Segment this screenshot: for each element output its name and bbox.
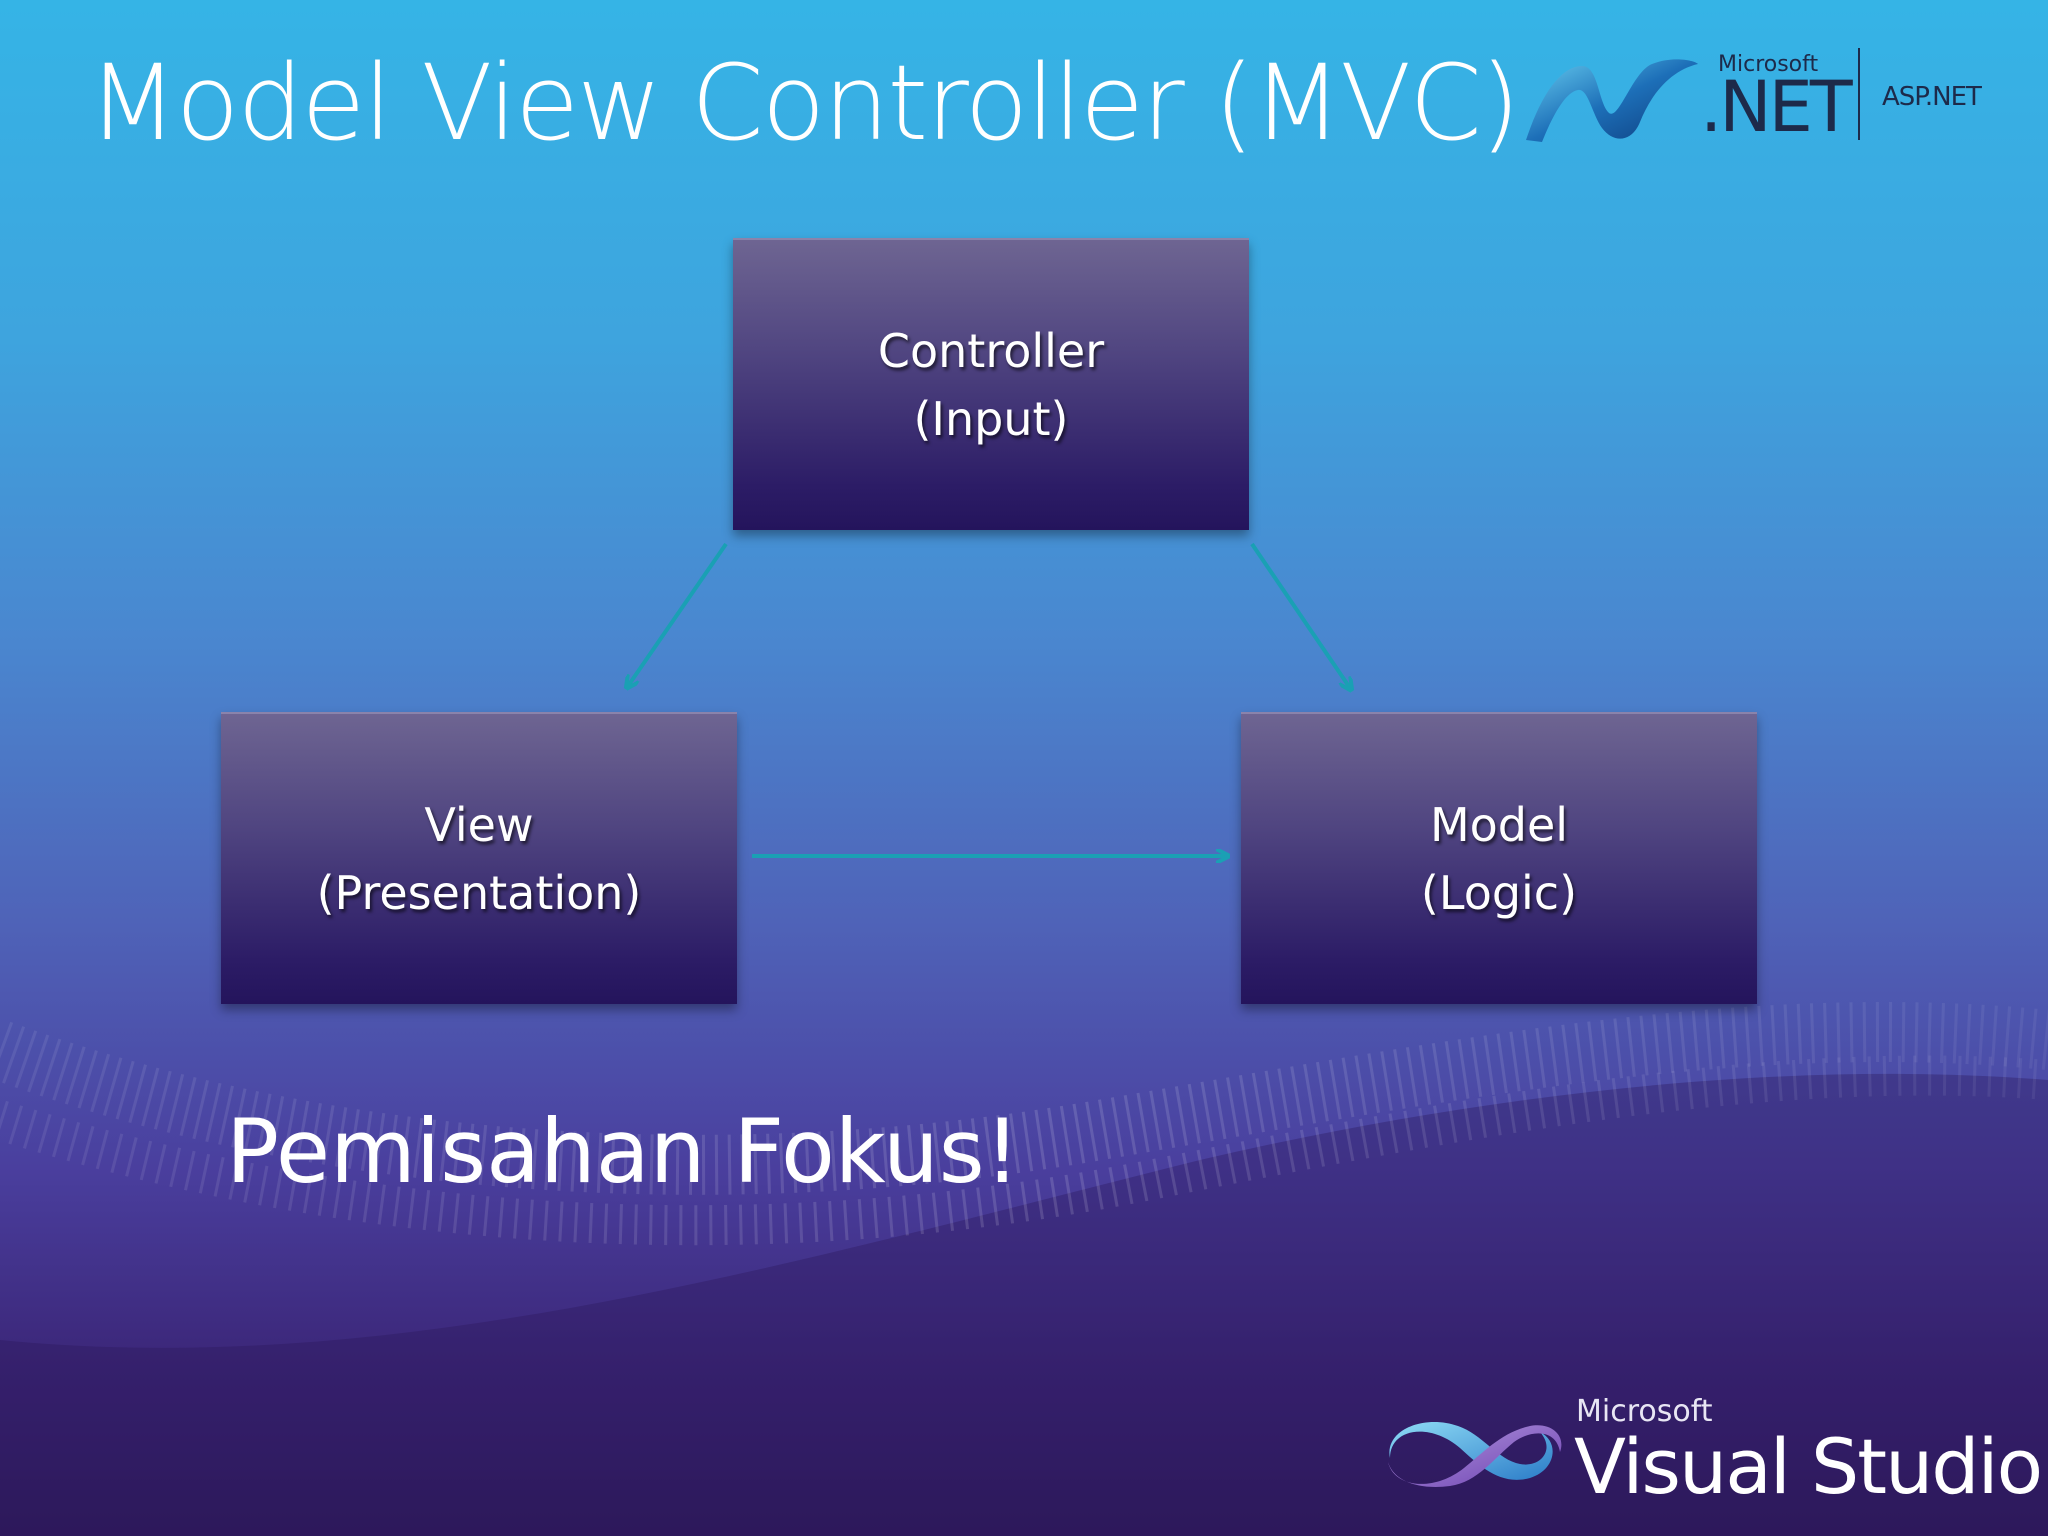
model-role: (Logic) [1420, 866, 1578, 920]
arrow-controller-to-view [628, 542, 728, 686]
model-box: Model (Logic) [1241, 712, 1757, 1004]
visual-studio-logo: Microsoft Visual Studio [1380, 1392, 2043, 1522]
vs-microsoft-label: Microsoft [1576, 1394, 1713, 1429]
logo-divider [1858, 48, 1860, 140]
slide-title: Model View Controller (MVC) [88, 42, 1520, 164]
model-name: Model [1429, 798, 1569, 852]
view-box: View (Presentation) [221, 712, 737, 1004]
net-label: .NET [1700, 66, 1853, 148]
arrow-controller-to-model [1250, 542, 1350, 688]
net-logo-icon [1526, 59, 1698, 143]
aspnet-label: ASP.NET [1882, 82, 1982, 112]
controller-box: Controller (Input) [733, 238, 1249, 530]
controller-role: (Input) [913, 392, 1069, 446]
vs-label: Visual Studio [1574, 1422, 2043, 1511]
net-microsoft-label: Microsoft [1718, 52, 1819, 77]
visual-studio-infinity-icon [1388, 1421, 1562, 1487]
net-logo: Microsoft .NET ASP.NET [1522, 48, 1982, 148]
view-name: View [424, 798, 534, 852]
controller-name: Controller [877, 324, 1105, 378]
view-role: (Presentation) [316, 866, 642, 920]
tagline: Pemisahan Fokus! [226, 1100, 1020, 1203]
